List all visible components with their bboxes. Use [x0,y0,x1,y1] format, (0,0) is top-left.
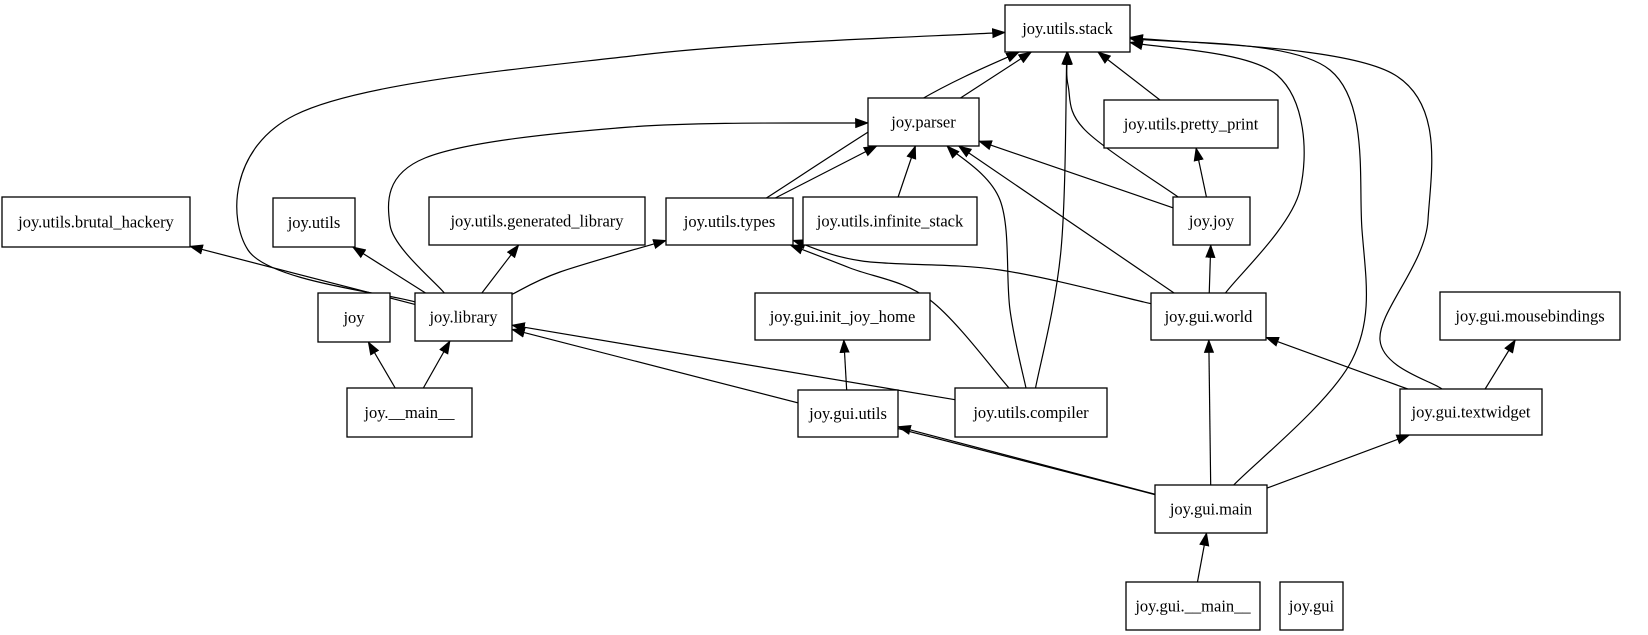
node-joy.gui.main: joy.gui.main [1154,484,1268,534]
node-joy.gui.init_joy_home: joy.gui.init_joy_home [754,292,931,341]
node-label-joy.library: joy.library [428,308,498,327]
node-label-joy.gui.utils: joy.gui.utils [808,404,887,423]
node-box-joy.gui.utils [797,389,899,438]
node-label-joy.utils.pretty_print: joy.utils.pretty_print [1123,115,1259,134]
edge-joy.utils.types-to-joy.parser [775,145,878,199]
node-box-joy.utils.pretty_print [1103,99,1279,149]
node-joy.joy: joy.joy [1172,196,1251,246]
node-label-joy.__main__: joy.__main__ [363,403,455,422]
node-box-joy.joy [1172,196,1251,246]
edge-joy.library-to-joy.parser [387,117,870,294]
node-box-joy.utils.types [665,197,794,246]
node-joy.utils.pretty_print: joy.utils.pretty_print [1103,99,1279,149]
edge-joy.gui.main-to-joy.gui.textwidget [1266,434,1411,489]
edge-joy.gui.textwidget-to-joy.gui.mousebindings [1484,339,1516,390]
node-label-joy.gui.world: joy.gui.world [1164,307,1254,326]
node-joy.utils.stack: joy.utils.stack [1004,4,1131,53]
node-joy.gui: joy.gui [1279,581,1344,631]
node-label-joy.utils.types: joy.utils.types [683,212,776,231]
edge-joy.utils.infinite_stack-to-joy.parser [897,144,917,198]
edge-joy.library-to-joy.utils.generated_library [481,244,520,294]
node-label-joy.utils.stack: joy.utils.stack [1021,19,1113,38]
node-label-joy.gui.init_joy_home: joy.gui.init_joy_home [769,307,916,326]
edge-joy.utils.compiler-to-joy.utils.types [789,244,1010,389]
node-joy.utils.infinite_stack: joy.utils.infinite_stack [802,196,978,246]
edge-joy.library-to-joy.utils.types [511,239,668,295]
node-joy.utils.types: joy.utils.types [665,197,794,246]
edge-joy.gui.world-to-joy.utils.stack [1128,40,1305,294]
edge-joy.utils.compiler-to-joy.library [510,322,956,401]
node-box-joy.gui.textwidget [1399,388,1543,436]
node-box-joy.gui.__main__ [1125,581,1261,631]
node-label-joy.parser: joy.parser [890,113,956,132]
node-box-joy.gui.world [1150,292,1267,341]
node-joy.library: joy.library [414,292,513,342]
edge-joy.library-to-joy.utils [351,246,426,294]
edge-joy.joy-to-joy.utils.pretty_print [1193,146,1208,198]
node-label-joy.utils.generated_library: joy.utils.generated_library [449,212,624,231]
node-box-joy.gui [1279,581,1344,631]
node-box-joy.library [414,292,513,342]
edge-joy.gui.__main__-to-joy.gui.main [1196,531,1210,583]
edge-joy.gui.world-to-joy.joy [1205,243,1216,294]
node-box-joy.__main__ [346,387,473,438]
node-box-joy.utils.infinite_stack [802,196,978,246]
node-box-joy.utils.stack [1004,4,1131,53]
edge-joy.gui.main-to-joy.utils.stack [1128,35,1368,486]
edge-joy.utils.compiler-to-joy.parser [946,145,1027,389]
node-joy.gui.utils: joy.gui.utils [797,389,899,438]
edge-joy.__main__-to-joy [367,340,396,389]
node-box-joy.utils.compiler [954,387,1108,438]
node-box-joy.utils.generated_library [428,196,646,246]
node-joy.gui.mousebindings: joy.gui.mousebindings [1439,291,1621,341]
node-label-joy.gui.textwidget: joy.gui.textwidget [1411,403,1531,422]
node-box-joy.gui.init_joy_home [754,292,931,341]
edge-joy.gui.textwidget-to-joy.gui.world [1264,336,1408,390]
node-box-joy [317,292,391,343]
node-joy.gui.world: joy.gui.world [1150,292,1267,341]
node-joy.gui.__main__: joy.gui.__main__ [1125,581,1261,631]
edge-joy.parser-to-joy.utils.stack [960,51,1033,99]
edge-joy.gui.world-to-joy.parser [957,145,1175,294]
node-label-joy.utils.brutal_hackery: joy.utils.brutal_hackery [17,213,174,232]
node-box-joy.utils [272,197,356,248]
edge-joy.gui.utils-to-joy.gui.init_joy_home [839,338,850,391]
node-label-joy.utils.compiler: joy.utils.compiler [972,403,1089,422]
node-box-joy.gui.main [1154,484,1268,534]
edge-joy.utils.pretty_print-to-joy.utils.stack [1096,51,1161,101]
node-label-joy.gui: joy.gui [1288,597,1335,616]
node-box-joy.utils.brutal_hackery [1,196,191,248]
edge-joy.__main__-to-joy.library [422,339,451,389]
edge-joy.gui.main-to-joy.gui.world [1203,338,1215,486]
node-joy.utils: joy.utils [272,197,356,248]
edge-joy.utils.compiler-to-joy.utils.stack [1034,50,1072,389]
node-joy.utils.brutal_hackery: joy.utils.brutal_hackery [1,196,191,248]
node-joy.utils.generated_library: joy.utils.generated_library [428,196,646,246]
node-label-joy: joy [342,308,365,327]
node-joy: joy [317,292,391,343]
node-label-joy.utils.infinite_stack: joy.utils.infinite_stack [816,212,964,231]
node-box-joy.parser [867,97,980,147]
node-joy.utils.compiler: joy.utils.compiler [954,387,1108,438]
node-joy.__main__: joy.__main__ [346,387,473,438]
edge-joy.library-to-joy.utils.stack [236,28,1007,303]
node-joy.gui.textwidget: joy.gui.textwidget [1399,388,1543,436]
node-joy.parser: joy.parser [867,97,980,147]
node-box-joy.gui.mousebindings [1439,291,1621,341]
node-label-joy.gui.__main__: joy.gui.__main__ [1134,597,1251,616]
node-label-joy.gui.mousebindings: joy.gui.mousebindings [1454,307,1604,326]
node-label-joy.gui.main: joy.gui.main [1169,500,1252,519]
edge-joy.gui.textwidget-to-joy.utils.stack [1128,34,1443,390]
nodes-layer: joy.utils.stack joy.parser joy.utils.prett… [1,4,1621,631]
node-label-joy.joy: joy.joy [1188,212,1235,231]
edge-joy.joy-to-joy.parser [977,140,1174,209]
node-label-joy.utils: joy.utils [287,213,341,232]
edge-joy.gui.world-to-joy.utils.types [791,239,1152,305]
